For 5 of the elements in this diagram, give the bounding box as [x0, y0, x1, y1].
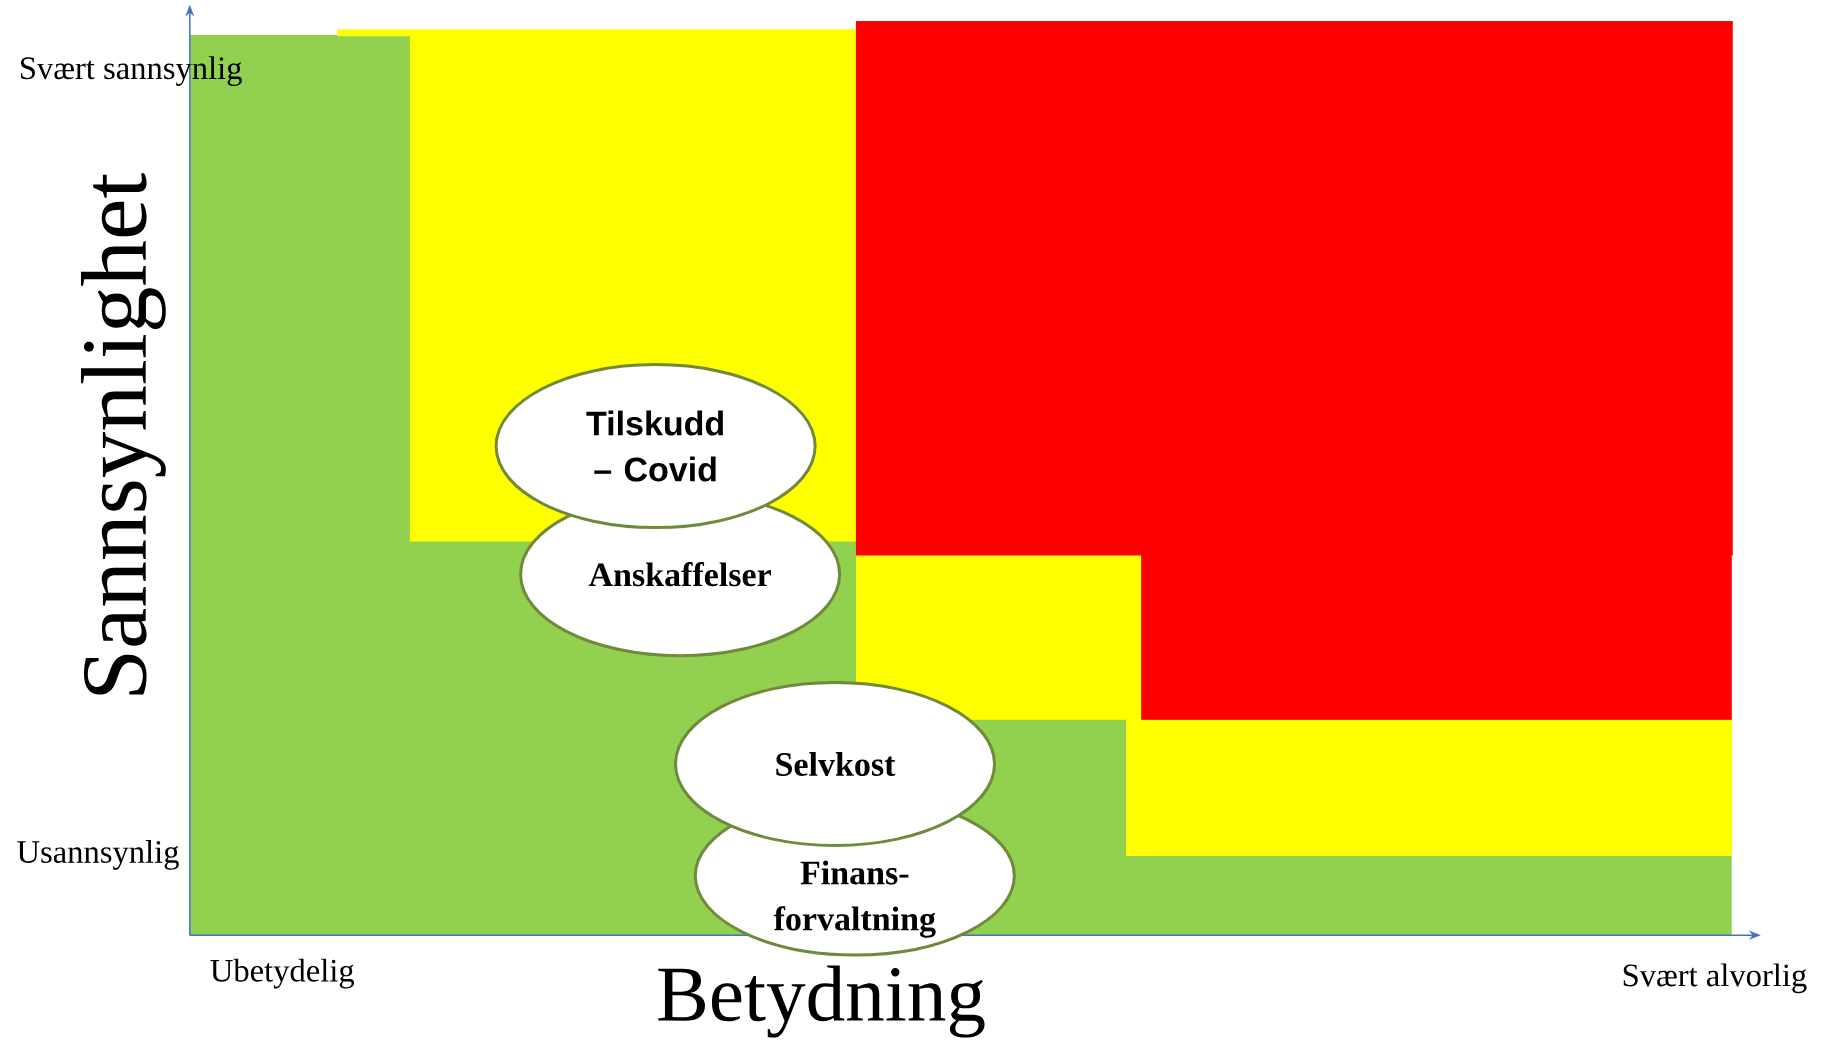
axis-title: Sannsynlighet — [81, 173, 166, 695]
axis-label: Svært alvorlig — [1623, 963, 1807, 994]
axis-label: Usannsynlig — [17, 840, 179, 870]
axis-title: Betydning — [658, 965, 985, 1038]
axis-label: Ubetydelig — [210, 958, 355, 989]
